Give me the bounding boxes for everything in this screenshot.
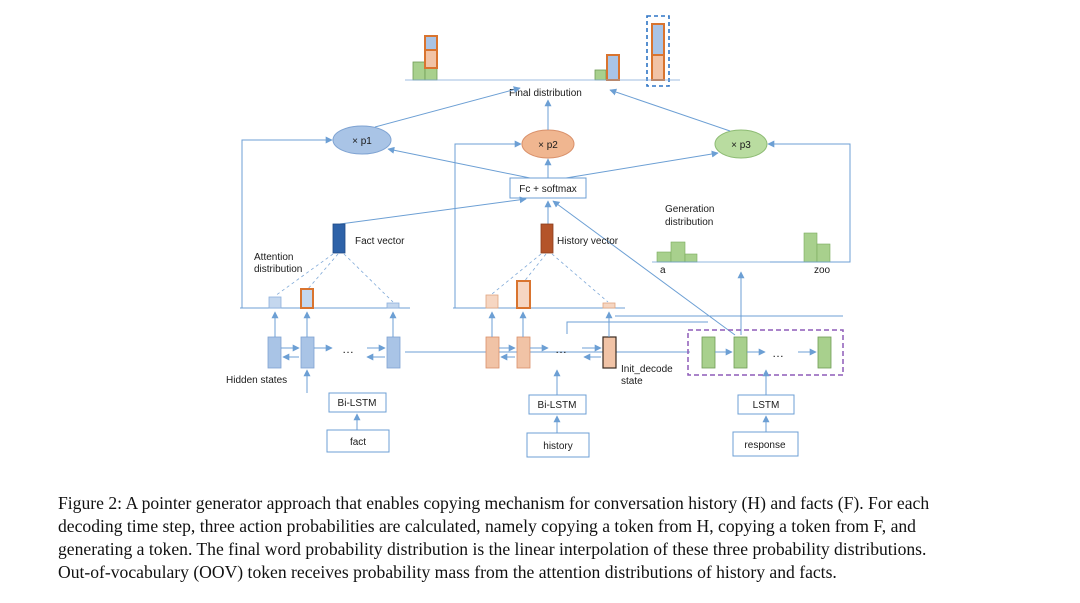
attention-fact-to-p1 [241,136,333,309]
fact-encoder-links [271,311,397,393]
fact-attention-bars [268,288,400,309]
p2-label: × p2 [538,140,558,151]
caption-line-3: generating a token. The final word proba… [58,539,927,559]
decoder-links [715,348,817,396]
input-arrows [353,413,770,433]
connections [240,86,851,353]
bilstm-history-label: Bi-LSTM [538,400,577,411]
final-bar [424,35,438,51]
bilstm-fact-box [328,392,387,413]
attention-label-2: distribution [254,264,302,275]
decoder-states [701,336,832,369]
final-bar [424,67,438,81]
history-input-label: history [543,441,572,452]
arrow-fc-p3 [565,150,719,179]
generation-label-1: Generation [665,204,714,215]
arrow-fc-p1 [387,146,531,179]
figure-caption: Figure 2: A pointer generator approach t… [58,492,1040,584]
attention-label-1: Attention [254,252,293,263]
generation-zoo: zoo [814,265,831,276]
arrow-p3-final [609,88,731,132]
p1-node [332,125,392,155]
caption-line-1: Figure 2: A pointer generator approach t… [58,493,930,513]
final-bar [594,69,607,81]
final-bar [606,54,620,81]
bilstm-history-box [528,394,587,415]
final-distribution-bars [405,15,680,87]
attention-dashed-lines [274,253,609,303]
init-to-decoder [566,321,708,334]
response-input-label: response [744,440,786,451]
fact-ellipsis: … [342,342,354,356]
arrow-p1-final [374,86,521,128]
history-encoder-links [488,311,613,395]
final-bar [412,61,426,81]
bilstm-fact-label: Bi-LSTM [338,398,377,409]
fact-hidden-states [267,336,401,369]
response-input-box [732,431,799,457]
history-attention-bars [485,280,616,309]
arrow-decoder-fc [552,200,736,336]
hidden-states-label: Hidden states [226,375,287,386]
arrow-factvec-fc [339,196,527,225]
fc-softmax-label: Fc + softmax [519,184,577,195]
p3-label: × p3 [731,140,751,151]
history-vector [540,223,554,254]
init-decode-label-1: Init_decode [621,364,673,375]
highlight-box [646,15,670,87]
fact-input-box [326,429,390,453]
final-distribution-label: Final distribution [509,88,582,99]
fact-vector [332,223,346,254]
p1-label: × p1 [352,136,372,147]
pointer-generator-diagram: Final distribution × p1 × p2 × p3 Fc + s… [226,15,851,458]
attention-history-to-p2 [454,140,522,309]
final-bar [651,54,665,81]
generation-a: a [660,265,666,276]
fact-input-label: fact [350,437,366,448]
caption-line-4: Out-of-vocabulary (OOV) token receives p… [58,562,837,582]
history-input-box [526,432,590,458]
lstm-response-box [737,394,795,415]
generation-bars [656,232,831,263]
caption-line-2: decoding time step, three action probabi… [58,516,916,536]
final-bar [651,23,665,56]
fact-vector-label: Fact vector [355,236,405,247]
history-hidden-states [485,336,617,369]
init-decode-label-2: state [621,376,643,387]
lstm-response-label: LSTM [753,400,780,411]
history-vector-label: History vector [557,236,619,247]
history-ellipsis: … [555,342,567,356]
p3-node [714,129,768,159]
decoder-ellipsis: … [772,346,784,360]
final-bar [424,49,438,69]
decoder-box [687,329,844,376]
generation-label-2: distribution [665,217,713,228]
